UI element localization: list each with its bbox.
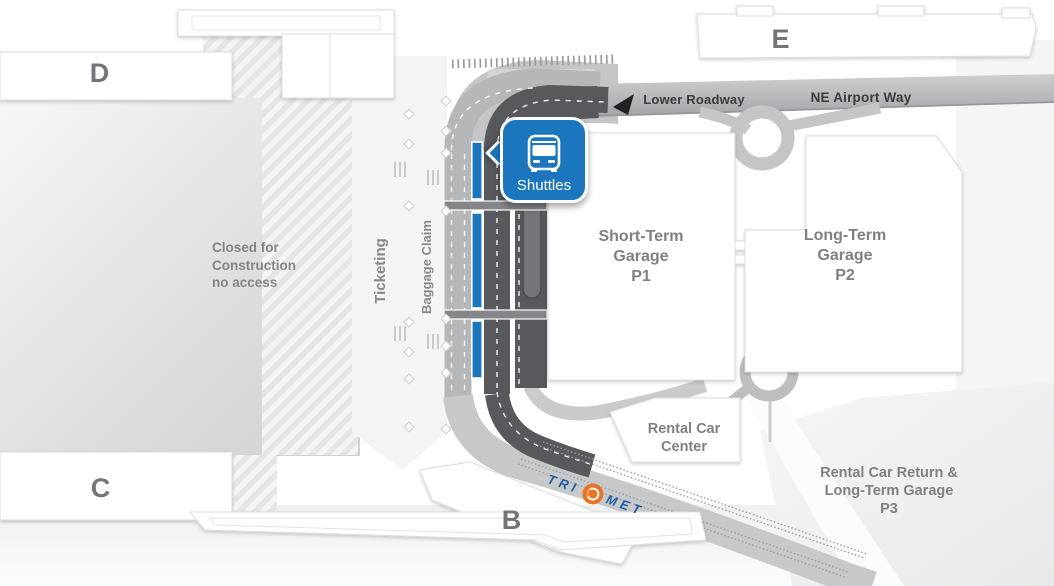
p2-line: Garage (817, 247, 873, 264)
roundabout-north (729, 105, 795, 171)
curbside-area (352, 56, 447, 470)
concourse-e-label: E (771, 24, 791, 54)
construction-zone (262, 96, 358, 455)
concourse-d-label: D (89, 58, 111, 88)
e-roof-tab (1001, 7, 1031, 19)
shuttles-label: Shuttles (516, 177, 572, 194)
door-icon (427, 170, 439, 185)
crosswalk (443, 309, 548, 320)
p2-line: Long-Term (803, 227, 887, 244)
lower-roadway-label: Lower Roadway (643, 92, 745, 107)
branch-road (523, 378, 708, 421)
south-pier (188, 511, 707, 551)
pier-detail (209, 517, 693, 543)
rcc-line: Center (661, 439, 707, 455)
concourse-c-label: C (90, 473, 112, 503)
road-edge (591, 101, 1054, 117)
e-roof-tab (736, 5, 774, 17)
door-icon (394, 162, 406, 177)
shuttles-callout[interactable]: Shuttles (500, 117, 588, 203)
p1-line: Garage (613, 248, 669, 265)
terminal-roof-column (281, 33, 331, 99)
lane-markings (450, 87, 605, 465)
inner-lanes-south (485, 391, 596, 478)
rental-car-center-label: Rental Car Center (648, 420, 721, 456)
terminal-roof-north (177, 9, 395, 37)
p3-line: P3 (880, 501, 898, 517)
roundabout-stub (698, 106, 752, 135)
roundabout-stub (786, 102, 882, 132)
construction-line: Closed for (212, 240, 279, 255)
concourse-b-label: B (501, 505, 523, 535)
construction-line: no access (212, 275, 278, 290)
p3-line: Long-Term Garage (824, 483, 954, 499)
ticketing-label: Ticketing (372, 238, 389, 304)
concourse-e-building (696, 13, 1037, 59)
p3-label: Rental Car Return & Long-Term Garage P3 (820, 464, 958, 518)
outer-lanes (444, 68, 601, 400)
p1-line: P1 (631, 268, 651, 285)
e-roof-tab (877, 5, 925, 17)
concourse-d-building (0, 51, 233, 101)
p3-line: Rental Car Return & (820, 465, 958, 481)
long-term-garage-p2 (744, 135, 963, 373)
p2-label: Long-Term Garage P2 (804, 226, 886, 286)
terminal-roof-block (329, 33, 395, 99)
construction-line: Construction (212, 257, 296, 273)
concourse-c-building (0, 451, 233, 521)
roof-detail (191, 15, 381, 31)
construction-note: Closed for Construction no access (212, 239, 296, 292)
shuttle-curb (470, 141, 483, 379)
door-icon (427, 334, 439, 349)
p2-line: P2 (835, 267, 855, 284)
p1-label: Short-Term Garage P1 (598, 227, 683, 287)
door-icon (394, 326, 406, 341)
rental-car-center-building (609, 397, 741, 463)
light-rail-tracks (517, 441, 868, 578)
baggage-claim-label: Baggage Claim (419, 220, 434, 314)
p1-line: Short-Term (598, 228, 684, 245)
rcc-line: Rental Car (647, 421, 721, 437)
p3-wedge (745, 393, 904, 586)
lower-roadway-arrow (613, 94, 634, 115)
exit-road (443, 393, 877, 586)
ne-airport-way-label: NE Airport Way (810, 90, 912, 105)
bus-icon (527, 134, 561, 172)
